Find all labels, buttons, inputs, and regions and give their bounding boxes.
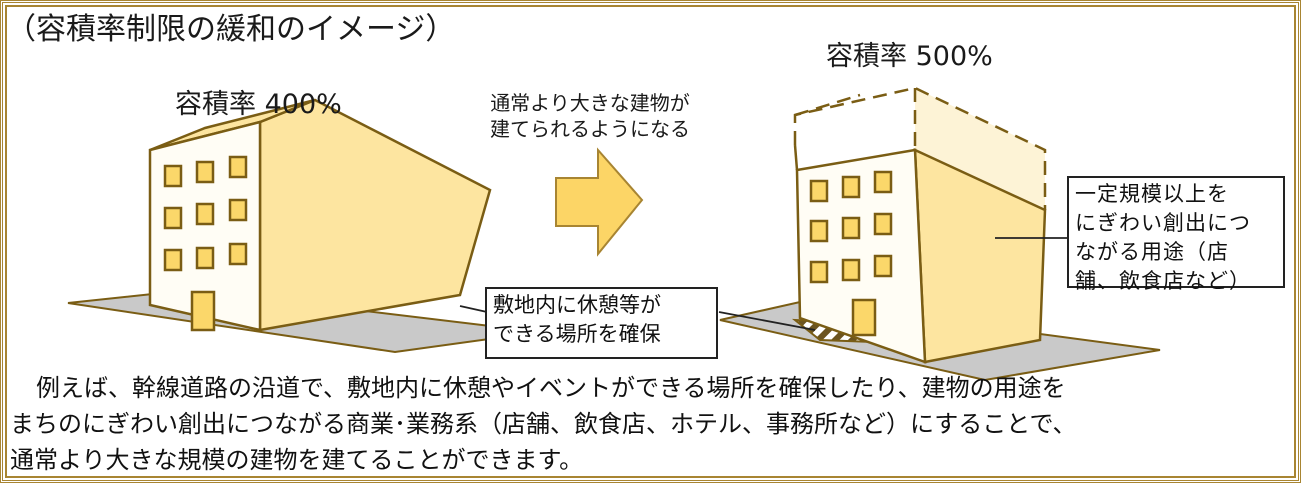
left-door [190, 290, 216, 332]
added-volume-outline [793, 86, 1047, 210]
right-building-label: 容積率 500% [826, 41, 993, 72]
callout-rest-line2: できる場所を確保 [493, 322, 661, 346]
explanation-line3: 通常より大きな規模の建物を建てることができます。 [10, 446, 584, 474]
callout-use-line2: にぎわい創出につ [1075, 211, 1251, 235]
right-building-front [795, 148, 927, 364]
explanation-text: 例えば、幹線道路の沿道で、敷地内に休憩やイベントができる場所を確保したり、建物の… [10, 370, 1292, 478]
right-door [851, 298, 877, 337]
transition-arrow [555, 147, 644, 257]
leader-lines [459, 237, 1068, 331]
right-building [719, 86, 1161, 382]
callout-use-line3: ながる用途（店 [1075, 240, 1229, 264]
callout-rest-area: 敷地内に休憩等が できる場所を確保 [485, 287, 718, 359]
diagram-title: （容積率制限の緩和のイメージ） [6, 12, 456, 47]
explanation-line1: 例えば、幹線道路の沿道で、敷地内に休憩やイベントができる場所を確保したり、建物の… [36, 374, 1066, 402]
left-building-label: 容積率 400% [175, 89, 342, 120]
callout-building-use: 一定規模以上を にぎわい創出につ ながる用途（店 舗、飲食店など） [1067, 176, 1285, 293]
callout-rest-line1: 敷地内に休憩等が [493, 293, 661, 317]
arrow-caption-line1: 通常より大きな建物が [490, 91, 690, 115]
left-windows [163, 155, 248, 272]
right-windows [809, 170, 893, 284]
callout-use-line1: 一定規模以上を [1075, 182, 1229, 206]
arrow-caption-line2: 建てられるようになる [490, 117, 690, 141]
arrow-caption: 通常より大きな建物が 建てられるようになる [470, 90, 710, 142]
left-building [67, 98, 541, 354]
left-building-side [258, 98, 492, 332]
callout-use-line4: 舗、飲食店など） [1075, 269, 1251, 293]
explanation-line2: まちのにぎわい創出につながる商業･業務系（店舗、飲食店、ホテル、事務所など）にす… [10, 410, 1077, 438]
